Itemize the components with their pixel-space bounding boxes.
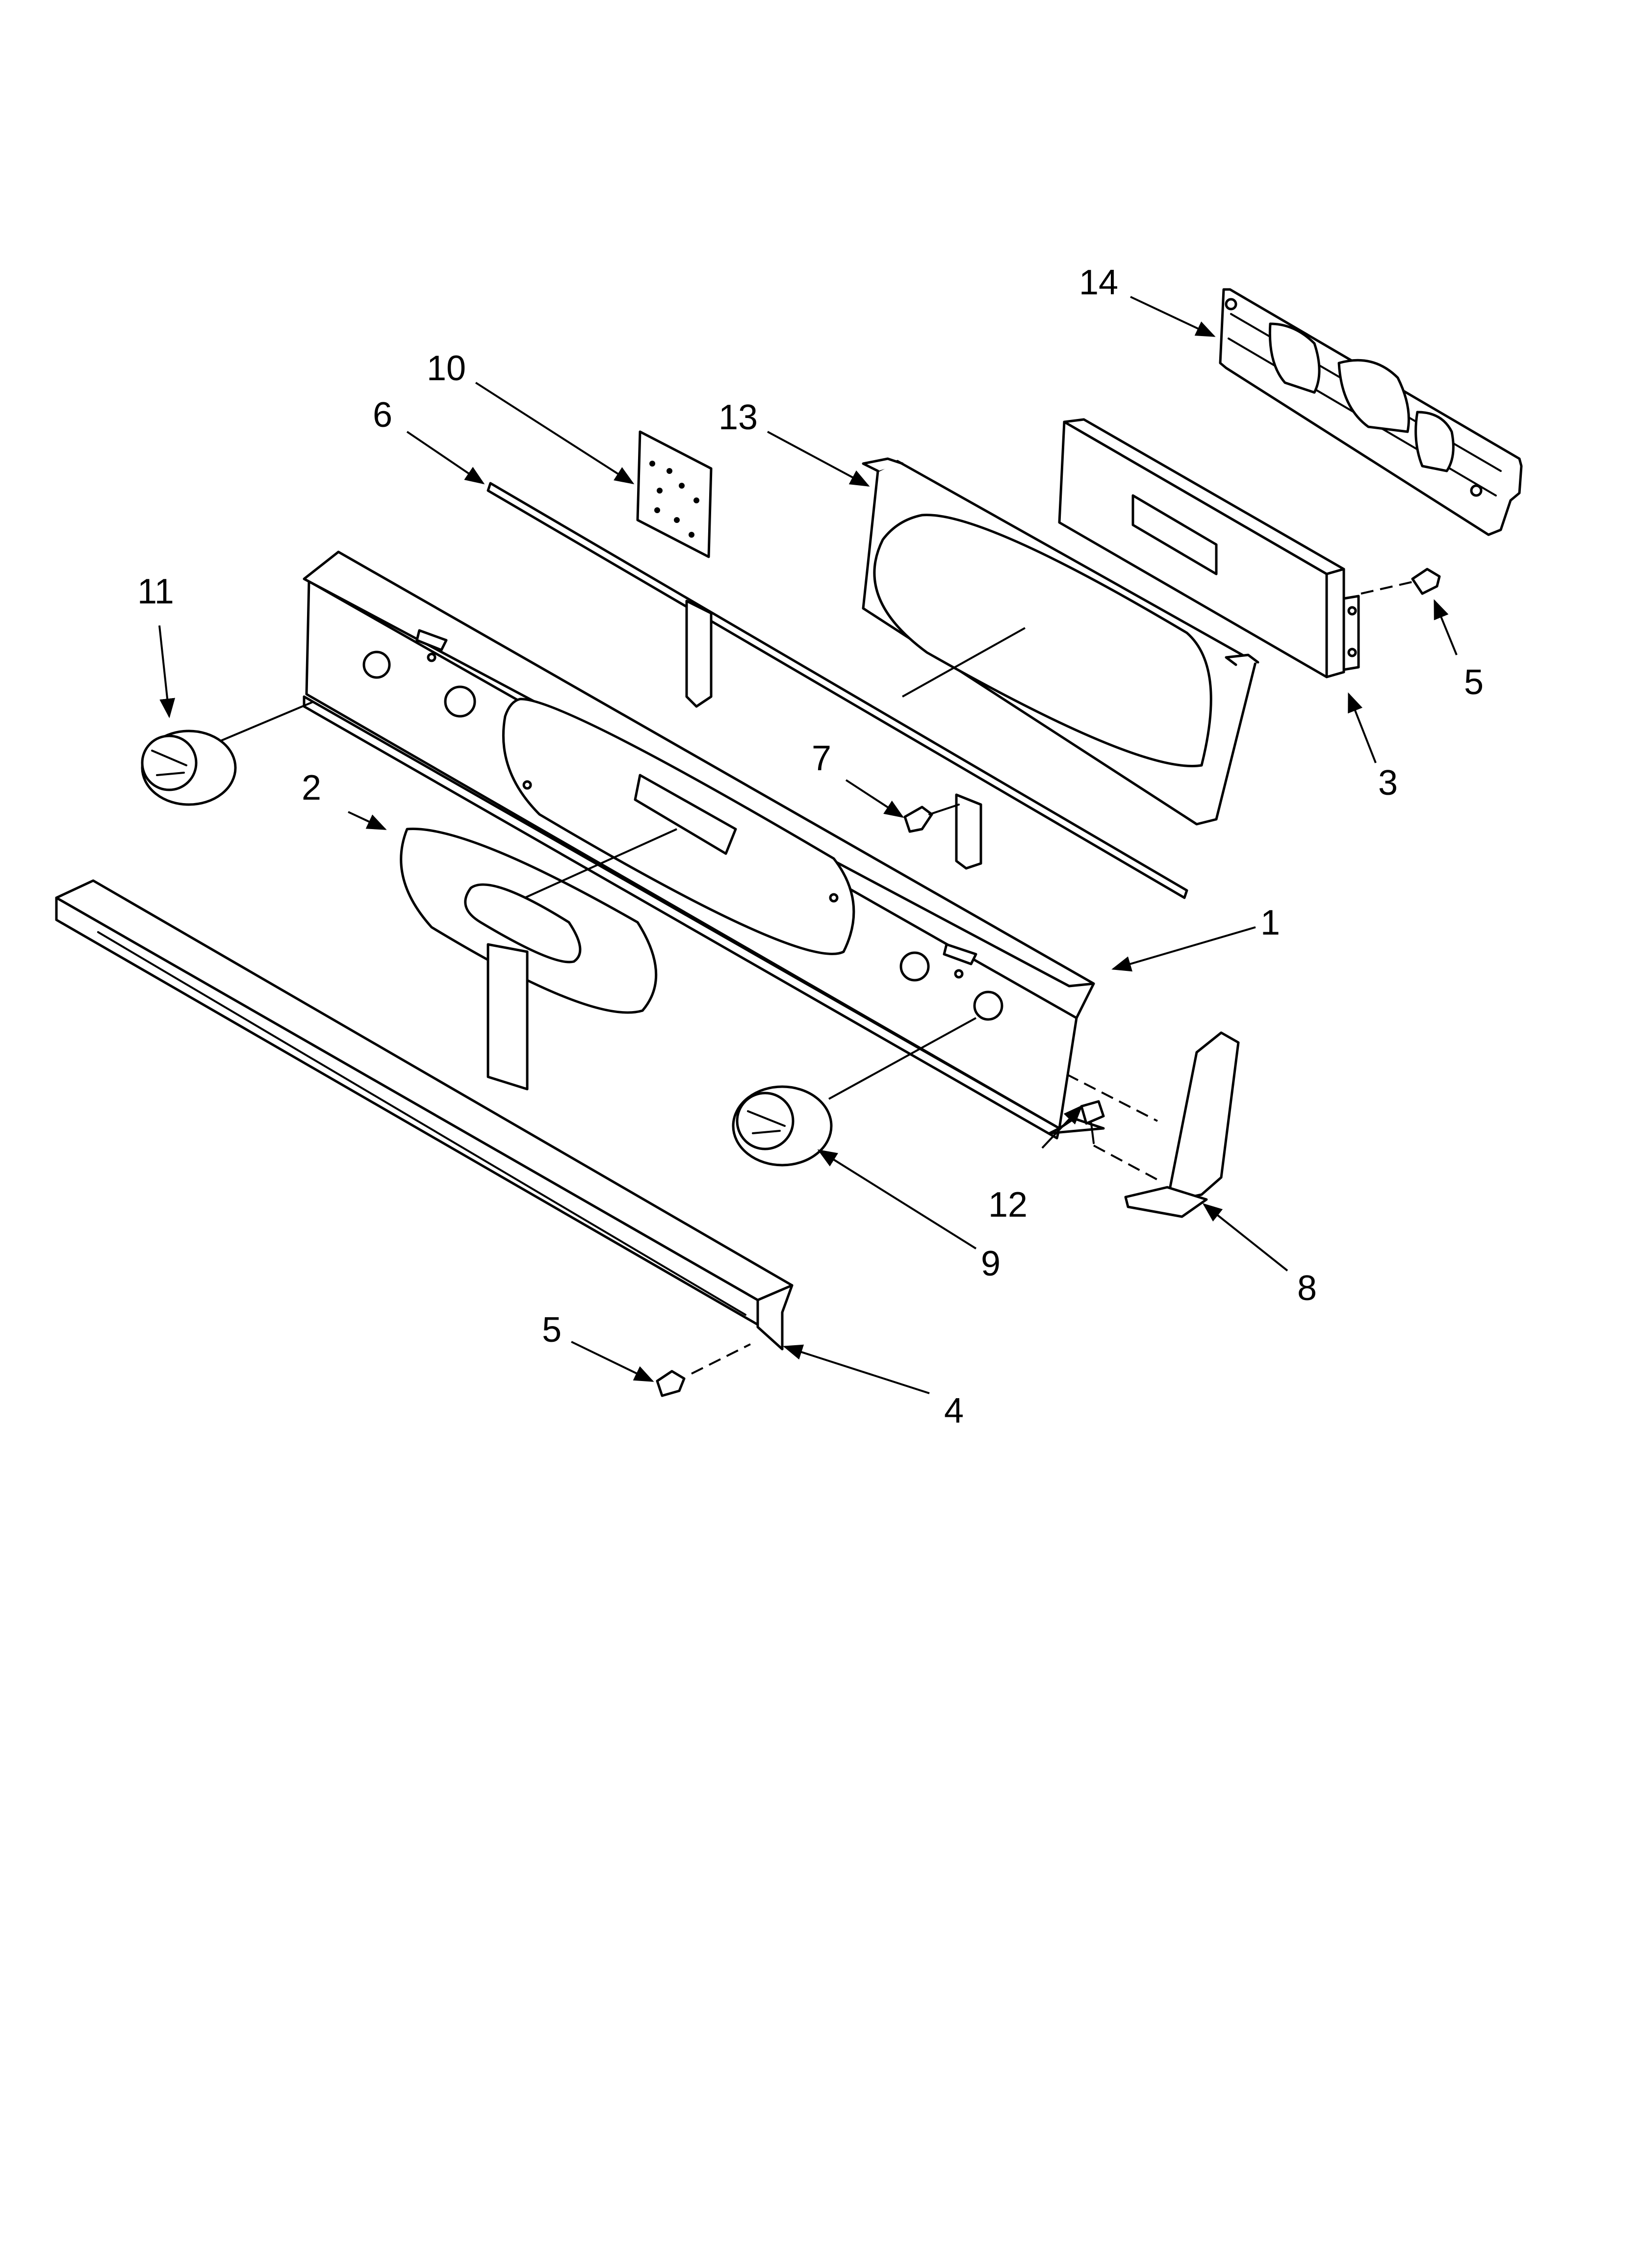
callout-5-lower: 5 (542, 1310, 562, 1350)
callout-6: 6 (373, 395, 392, 435)
circuit-board-part (636, 430, 713, 558)
window-trim-part (862, 457, 1259, 826)
support-rod-part (487, 482, 1188, 899)
leader-arrows (158, 296, 1458, 1394)
screw-5-lower (656, 1343, 751, 1397)
callout-2: 2 (302, 768, 321, 808)
rear-bracket-part (1219, 288, 1523, 536)
right-knob-part (732, 1017, 976, 1167)
lower-trim-strip-part (55, 879, 794, 1351)
end-cap-part (1066, 1031, 1240, 1218)
callout-4: 4 (944, 1391, 964, 1431)
callout-13: 13 (718, 398, 758, 437)
callout-10: 10 (427, 349, 466, 388)
callout-9: 9 (981, 1244, 1001, 1283)
callout-12: 12 (988, 1185, 1027, 1225)
display-overlay-part (400, 828, 677, 1091)
screw-12 (1080, 1100, 1105, 1144)
callout-3: 3 (1378, 763, 1398, 803)
callout-8: 8 (1297, 1269, 1317, 1308)
screw-7 (903, 804, 960, 833)
screw-5-upper (1360, 568, 1441, 595)
callout-7: 7 (812, 739, 831, 778)
callout-14: 14 (1079, 263, 1118, 302)
callout-1: 1 (1260, 903, 1280, 942)
left-knob-part (141, 701, 314, 806)
control-panel-part (303, 550, 1105, 1140)
callout-5-upper: 5 (1464, 663, 1484, 702)
callout-11: 11 (137, 572, 174, 611)
control-housing-part (1058, 418, 1360, 678)
